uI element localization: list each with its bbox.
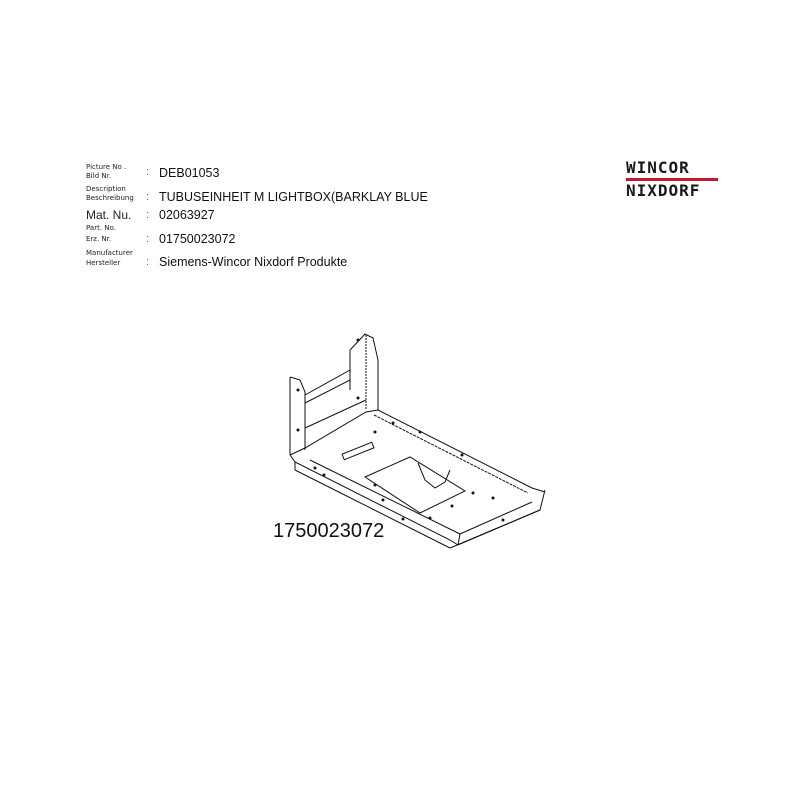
mat-nu-label: Mat. Nu. — [86, 208, 132, 222]
manufacturer-value: Siemens-Wincor Nixdorf Produkte — [159, 255, 348, 269]
part-no-label-de: Erz. Nr. — [86, 235, 112, 243]
description-label-de: Beschreibung — [86, 194, 134, 202]
part-number-label: 1750023072 — [273, 520, 385, 542]
separator: : — [146, 233, 150, 245]
separator: : — [146, 209, 150, 221]
wincor-nixdorf-logo: WINCOR NIXDORF — [626, 160, 718, 199]
part-drawing — [289, 333, 546, 549]
picture-no-label-en: Picture No . — [86, 163, 127, 171]
mat-nu-value: 02063927 — [159, 208, 215, 222]
part-no-value: 01750023072 — [159, 232, 236, 246]
manufacturer-label-en: Manufacturer — [86, 249, 133, 257]
description-label-en: Description — [86, 185, 126, 193]
logo-line-2: NIXDORF — [626, 181, 701, 200]
logo-line-1: WINCOR — [626, 158, 690, 177]
separator: : — [146, 166, 150, 178]
separator: : — [146, 191, 150, 203]
manufacturer-label-de: Hersteller — [86, 259, 121, 267]
separator: : — [146, 256, 150, 268]
picture-no-label-de: Bild Nr. — [86, 172, 112, 180]
part-no-label-en: Part. No. — [86, 224, 116, 232]
picture-no-value: DEB01053 — [159, 166, 220, 180]
logo-accent-bar — [626, 178, 718, 181]
description-value: TUBUSEINHEIT M LIGHTBOX(BARKLAY BLUE — [159, 190, 428, 204]
